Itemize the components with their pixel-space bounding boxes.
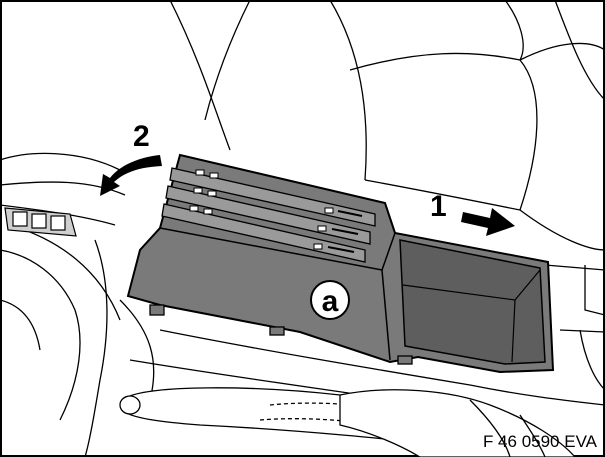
curved-arrow-icon <box>100 155 162 196</box>
part-callout-a: a <box>310 280 350 320</box>
step-2-label: 2 <box>133 120 150 153</box>
tray-clips <box>149 304 413 365</box>
figure-id: F 46 0590 EVA <box>483 432 598 451</box>
console-tray-cover <box>126 153 555 374</box>
step-1-label: 1 <box>430 190 447 223</box>
part-label: a <box>322 285 339 318</box>
window-switch-panel <box>4 207 77 237</box>
slot-buttons <box>189 169 363 253</box>
handbrake-boot <box>339 389 576 457</box>
seat-outlines <box>0 0 605 251</box>
tray-inner-right <box>399 239 546 365</box>
right-arrow-icon <box>461 208 515 236</box>
